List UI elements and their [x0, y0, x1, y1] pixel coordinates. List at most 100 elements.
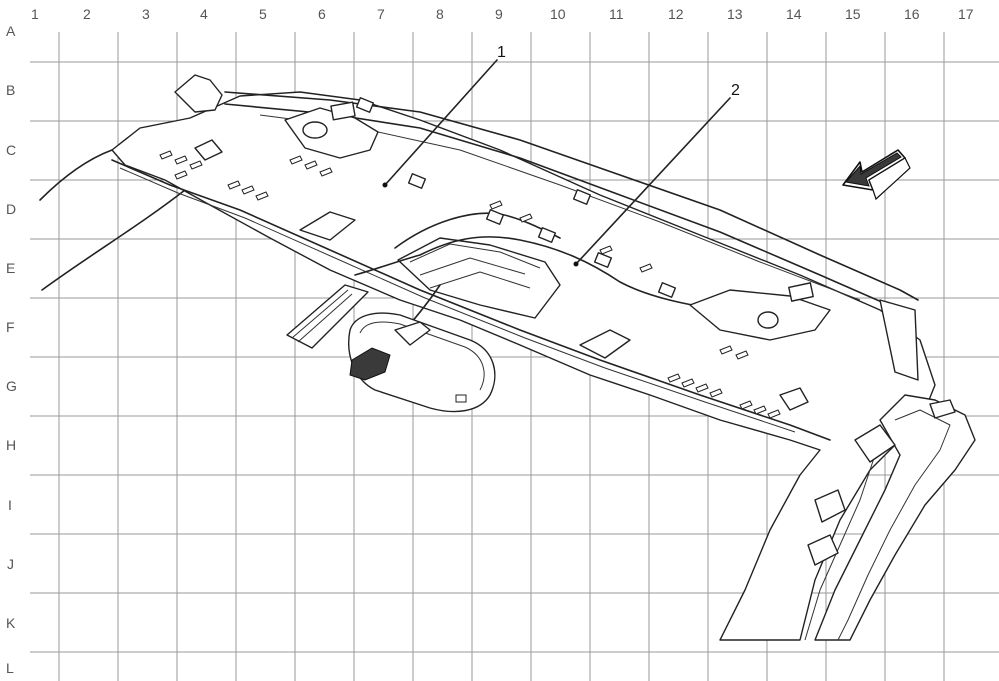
column-label: 2 — [83, 6, 91, 22]
column-labels: 1 2 3 4 5 6 7 8 9 10 11 12 13 14 15 16 1… — [31, 6, 974, 22]
upper-module-clip — [330, 101, 356, 121]
left-mount-bracket — [174, 74, 223, 113]
column-label: 3 — [142, 6, 150, 22]
vent-slot — [739, 400, 753, 410]
row-label: K — [6, 615, 16, 631]
upper-module-bracket — [284, 107, 379, 159]
mirror-connector — [349, 347, 391, 381]
column-label: 16 — [904, 6, 920, 22]
row-label: B — [6, 82, 15, 98]
clip-bracket-d6 — [299, 211, 356, 241]
rail-connector — [593, 252, 613, 268]
row-label: E — [6, 260, 15, 276]
right-edge-clip — [929, 399, 956, 419]
vent-slot — [767, 409, 781, 419]
column-label: 7 — [377, 6, 385, 22]
rail-connectors — [355, 97, 677, 298]
headliner-front-edge-inner — [119, 167, 796, 433]
vent-slot — [599, 245, 613, 255]
mirror-button — [455, 394, 467, 403]
a-pillar-clip-upper — [814, 489, 846, 523]
row-label: G — [6, 378, 17, 394]
column-label: 11 — [609, 6, 624, 22]
vent-slot — [519, 213, 533, 223]
callout-2-leader — [575, 97, 731, 265]
vent-slot — [174, 170, 188, 180]
headliner-front-edge — [111, 159, 831, 441]
row-label: J — [7, 556, 14, 572]
vent-slot — [667, 373, 681, 383]
a-pillar-clip-lower — [807, 534, 839, 566]
rail-connector — [657, 282, 677, 298]
callout-2-dot — [573, 261, 579, 267]
rail-connector — [485, 209, 505, 225]
rear-view-mirror-inner — [359, 321, 485, 391]
vent-slot — [174, 155, 188, 165]
clip-bracket-f10 — [579, 329, 631, 359]
sensor-module — [286, 284, 369, 349]
row-label: A — [6, 23, 16, 39]
vent-slots-left — [159, 150, 269, 201]
column-label: 10 — [550, 6, 566, 22]
vent-slot — [681, 378, 695, 388]
vent-slot — [227, 180, 241, 190]
front-direction-arrow-icon — [842, 149, 911, 201]
upper-module-connector — [302, 121, 328, 139]
vent-slots-right — [667, 345, 781, 419]
column-label: 5 — [259, 6, 267, 22]
rail-connector — [537, 227, 557, 243]
a-pillar-inner-line — [837, 409, 951, 641]
row-label: F — [6, 319, 15, 335]
vent-slot — [753, 405, 767, 415]
row-label: L — [6, 660, 14, 676]
column-label: 17 — [958, 6, 974, 22]
column-label: 9 — [495, 6, 503, 22]
vent-slot — [189, 160, 203, 170]
right-module-connector — [757, 311, 779, 329]
vent-slot — [639, 263, 653, 273]
vent-slot — [289, 155, 303, 165]
wiring-harness-trunk — [354, 236, 721, 311]
callout-2-number: 2 — [731, 82, 740, 99]
vent-slot — [709, 388, 723, 398]
vent-slot — [255, 191, 269, 201]
column-label: 15 — [845, 6, 861, 22]
vent-slot — [319, 167, 333, 177]
vent-slot — [719, 345, 733, 355]
vent-slot — [735, 350, 749, 360]
left-lead-wire — [39, 149, 113, 201]
vent-slot — [489, 200, 503, 210]
vent-slots-upper — [289, 155, 653, 273]
mirror-mount-stalk — [394, 321, 431, 346]
column-label: 1 — [31, 6, 39, 22]
column-label: 14 — [786, 6, 802, 22]
rail-connector — [407, 173, 427, 189]
a-pillar-top-connector — [854, 424, 896, 463]
row-label: D — [6, 201, 16, 217]
vent-slot — [304, 160, 318, 170]
left-lead-wire-2 — [41, 189, 186, 291]
row-labels: A B C D E F G H I J K L — [6, 23, 17, 676]
vent-slot — [241, 185, 255, 195]
row-label: I — [8, 497, 12, 513]
vent-slot — [159, 150, 173, 160]
right-rail-panel — [879, 299, 919, 381]
headliner-assembly — [39, 74, 976, 641]
rail-connector — [355, 97, 375, 113]
right-module-clip — [788, 282, 814, 302]
row-label: C — [6, 142, 16, 158]
vent-slot — [695, 383, 709, 393]
center-module-detail — [409, 243, 541, 289]
sensor-module-detail — [291, 289, 353, 343]
headliner-panel — [111, 91, 936, 641]
rail-connector — [572, 189, 592, 205]
callout-1-dot — [382, 182, 388, 188]
column-label: 13 — [727, 6, 743, 22]
a-pillar-inner-line-2 — [804, 454, 876, 641]
clip-bracket-c4 — [194, 139, 223, 161]
row-label: H — [6, 437, 16, 453]
column-label: 8 — [436, 6, 444, 22]
callout-1-number: 1 — [497, 44, 506, 61]
callout-1-leader — [384, 59, 498, 186]
